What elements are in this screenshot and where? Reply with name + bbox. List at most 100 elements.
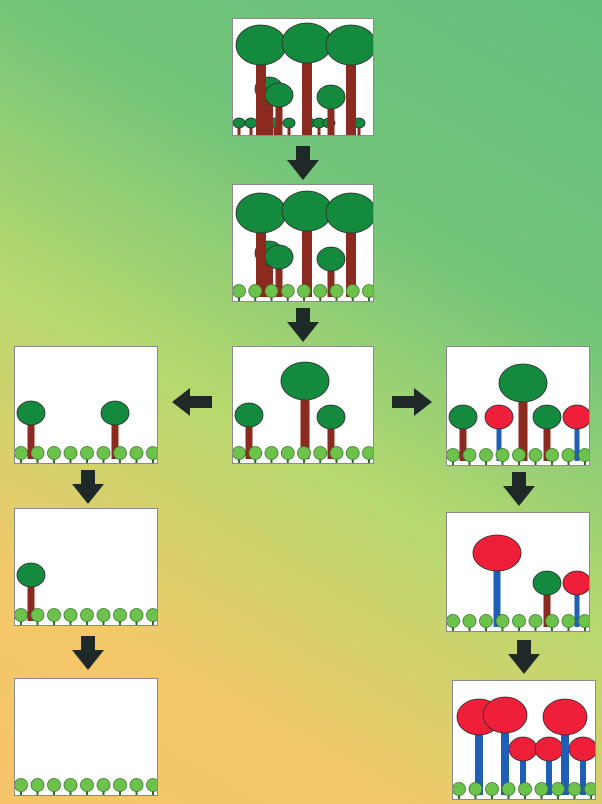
panel-forest-with-seedlings: [232, 184, 374, 302]
mid-tree-trunk: [275, 257, 283, 297]
seedling-icon: [129, 446, 144, 460]
seedling-stem: [270, 295, 273, 301]
big-tree-crown: [325, 192, 373, 234]
seedling-icon: [113, 608, 127, 622]
seedling-icon: [495, 448, 510, 462]
invader-plant-trunk: [574, 417, 580, 461]
seedling-icon: [233, 284, 246, 298]
seedling-stem: [501, 625, 504, 631]
mid-tree-crown: [316, 84, 346, 110]
seedling-icon: [512, 448, 526, 462]
seedling-stem: [238, 295, 240, 301]
mid-tree-crown: [316, 246, 346, 272]
arrow-down-icon: [72, 470, 104, 504]
arrow-down-icon: [503, 472, 535, 506]
seedling-icon: [113, 446, 127, 460]
seedling-stem: [551, 625, 553, 631]
seedling-stem: [303, 295, 305, 301]
seedling-stem: [53, 457, 55, 463]
seedling-icon: [462, 448, 477, 462]
seedling-stem: [491, 793, 493, 799]
seedling-stem: [351, 457, 354, 463]
seedling-stem: [36, 619, 39, 625]
seedling-stem: [518, 459, 520, 465]
mid-tree-trunk: [265, 253, 273, 297]
seedling-icon: [80, 778, 94, 792]
mid-tree-trunk: [245, 415, 253, 459]
seedling-icon: [329, 284, 344, 298]
big-tree-crown: [498, 363, 548, 403]
seedling-stem: [319, 457, 322, 463]
seedling-icon: [96, 778, 111, 792]
sapling-crown: [282, 117, 296, 129]
panel-left-path-step-2: [14, 508, 158, 626]
mid-tree-crown: [264, 82, 294, 108]
mid-tree-crown: [532, 404, 562, 430]
panel-right-path-step-2: [446, 512, 590, 632]
seedling-icon: [362, 446, 373, 460]
arrow-down-icon: [287, 146, 319, 180]
seedling-stem: [303, 457, 305, 463]
forest-scene: [15, 400, 157, 463]
forest-scene: [233, 361, 373, 463]
seedling-icon: [501, 782, 516, 796]
sapling-crown: [244, 117, 258, 129]
seedling-stem: [485, 625, 487, 631]
big-tree-trunk: [346, 213, 356, 297]
seedling-icon: [63, 446, 78, 460]
mid-tree-crown: [448, 404, 478, 430]
mid-tree-crown: [264, 244, 294, 270]
invader-plant-trunk: [580, 749, 586, 795]
seedling-stem: [567, 459, 570, 465]
seedling-stem: [135, 789, 138, 795]
seedling-stem: [540, 793, 543, 799]
seedling-stem: [238, 457, 240, 463]
forest-scene: [447, 363, 589, 465]
panel-left-path-step-3: [14, 678, 158, 796]
seedling-stem: [458, 793, 460, 799]
seedling-stem: [254, 457, 257, 463]
seedling-stem: [20, 619, 22, 625]
panel-thinned-forest: [232, 346, 374, 464]
seedling-icon: [313, 446, 328, 460]
seedling-icon: [47, 608, 61, 622]
forest-scene: [453, 696, 595, 799]
seedling-icon: [495, 614, 510, 628]
seedling-icon: [47, 778, 61, 792]
seedling-icon: [264, 446, 279, 460]
seedling-stem: [69, 619, 72, 625]
panel-left-path-step-1: [14, 346, 158, 464]
seedling-icon: [63, 778, 78, 792]
mid-tree-trunk: [327, 259, 335, 297]
seedling-icon: [518, 782, 532, 796]
seedling-icon: [479, 448, 493, 462]
forest-scene: [15, 562, 157, 625]
seedling-icon: [248, 284, 263, 298]
seedling-stem: [335, 295, 338, 301]
invader-plant-crown: [482, 696, 528, 734]
seedling-icon: [113, 778, 127, 792]
mid-tree-crown: [234, 402, 264, 428]
seedling-icon: [146, 446, 157, 460]
seedling-icon: [462, 614, 477, 628]
seedling-stem: [135, 619, 138, 625]
big-tree-trunk: [256, 213, 266, 297]
seedling-stem: [485, 459, 487, 465]
seedling-icon: [30, 608, 45, 622]
mid-tree-crown: [316, 404, 346, 430]
mid-tree-trunk: [459, 417, 467, 461]
seedling-icon: [545, 448, 559, 462]
seedling-stem: [590, 793, 592, 799]
big-tree-crown: [280, 361, 330, 401]
seedling-icon: [96, 446, 111, 460]
seedling-stem: [53, 789, 55, 795]
mid-tree-trunk: [327, 417, 335, 459]
invader-plant-crown: [508, 736, 538, 762]
seedling-icon: [15, 608, 28, 622]
seedling-stem: [36, 457, 39, 463]
seedling-icon: [528, 448, 543, 462]
seedling-stem: [86, 457, 88, 463]
invader-plant-trunk: [546, 749, 552, 795]
seedling-icon: [280, 446, 295, 460]
forest-scene: [15, 778, 157, 795]
